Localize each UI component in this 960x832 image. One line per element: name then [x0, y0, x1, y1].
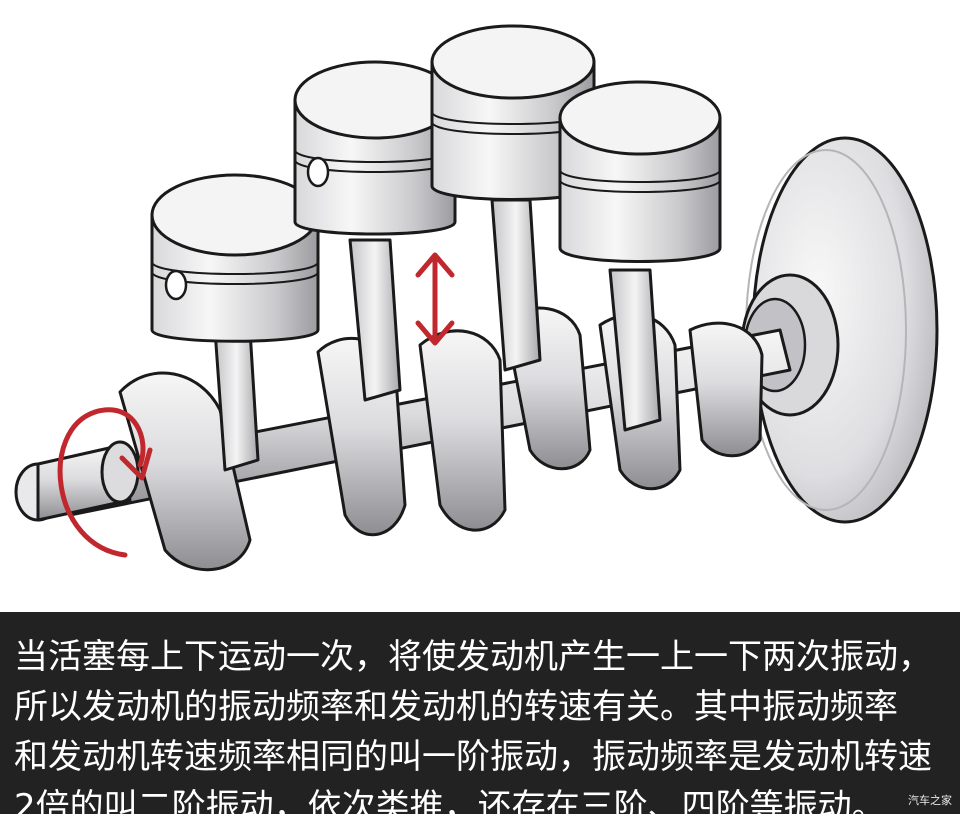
crankshaft-diagram — [0, 0, 960, 600]
caption-text: 当活塞每上下运动一次，将使发动机产生一上一下两次振动， 所以发动机的振动频率和发… — [14, 632, 950, 832]
flywheel — [742, 138, 937, 522]
watermark-text: 汽车之家 — [908, 792, 952, 808]
piston-1 — [152, 175, 318, 341]
crankshaft — [16, 308, 790, 570]
piston-4 — [560, 82, 720, 262]
up-down-arrow-icon — [418, 255, 452, 343]
caption-panel: 当活塞每上下运动一次，将使发动机产生一上一下两次振动， 所以发动机的振动频率和发… — [0, 612, 960, 814]
engine-illustration — [0, 0, 960, 600]
